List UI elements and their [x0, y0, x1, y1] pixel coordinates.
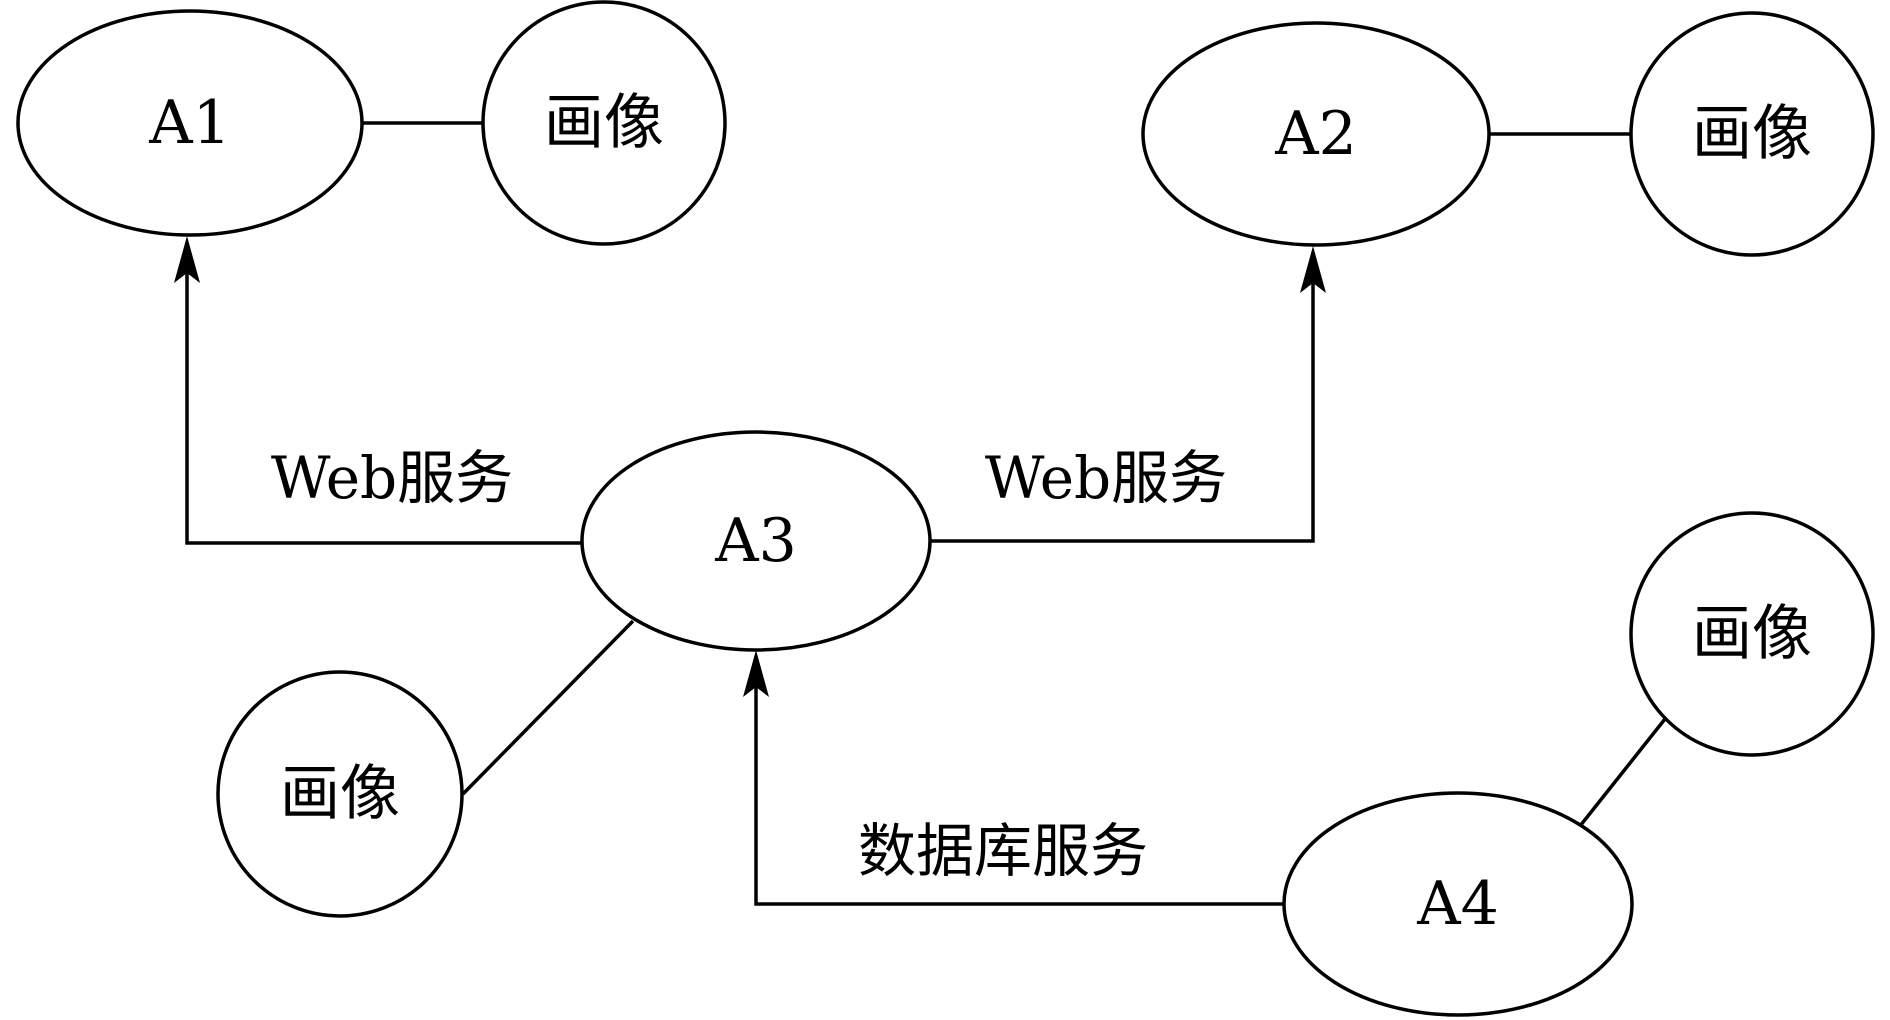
profile-a2: 画像 [1629, 11, 1875, 257]
link-a3-profile [461, 619, 635, 796]
profile-a1: 画像 [481, 0, 727, 246]
profile-a4-label: 画像 [1692, 599, 1812, 669]
edge-a3-to-a2 [930, 270, 1315, 543]
edge-label-a4-a3: 数据库服务 [858, 817, 1148, 885]
node-a2: A2 [1141, 21, 1491, 247]
arrowhead-a3 [743, 650, 769, 697]
node-a4-label: A4 [1416, 869, 1499, 939]
arrowhead-a2 [1300, 246, 1326, 293]
node-a3: A3 [580, 430, 932, 652]
profile-a3-label: 画像 [280, 759, 400, 829]
node-a1-label: A1 [148, 88, 231, 158]
profile-a3: 画像 [216, 670, 464, 918]
node-a2-label: A2 [1274, 99, 1357, 169]
edge-label-a3-a2: Web服务 [985, 444, 1227, 512]
node-a4: A4 [1282, 791, 1634, 1017]
node-a3-label: A3 [714, 506, 797, 576]
node-a1: A1 [16, 9, 364, 237]
edge-a4-to-a3 [754, 672, 1283, 906]
profile-a4: 画像 [1629, 511, 1875, 757]
arrowhead-a1 [174, 236, 200, 283]
profile-a1-label: 画像 [544, 88, 664, 158]
edge-a3-to-a1 [185, 258, 583, 545]
link-a4-profile [1578, 717, 1667, 828]
profile-a2-label: 画像 [1692, 99, 1812, 169]
edge-label-a3-a1: Web服务 [271, 444, 513, 512]
